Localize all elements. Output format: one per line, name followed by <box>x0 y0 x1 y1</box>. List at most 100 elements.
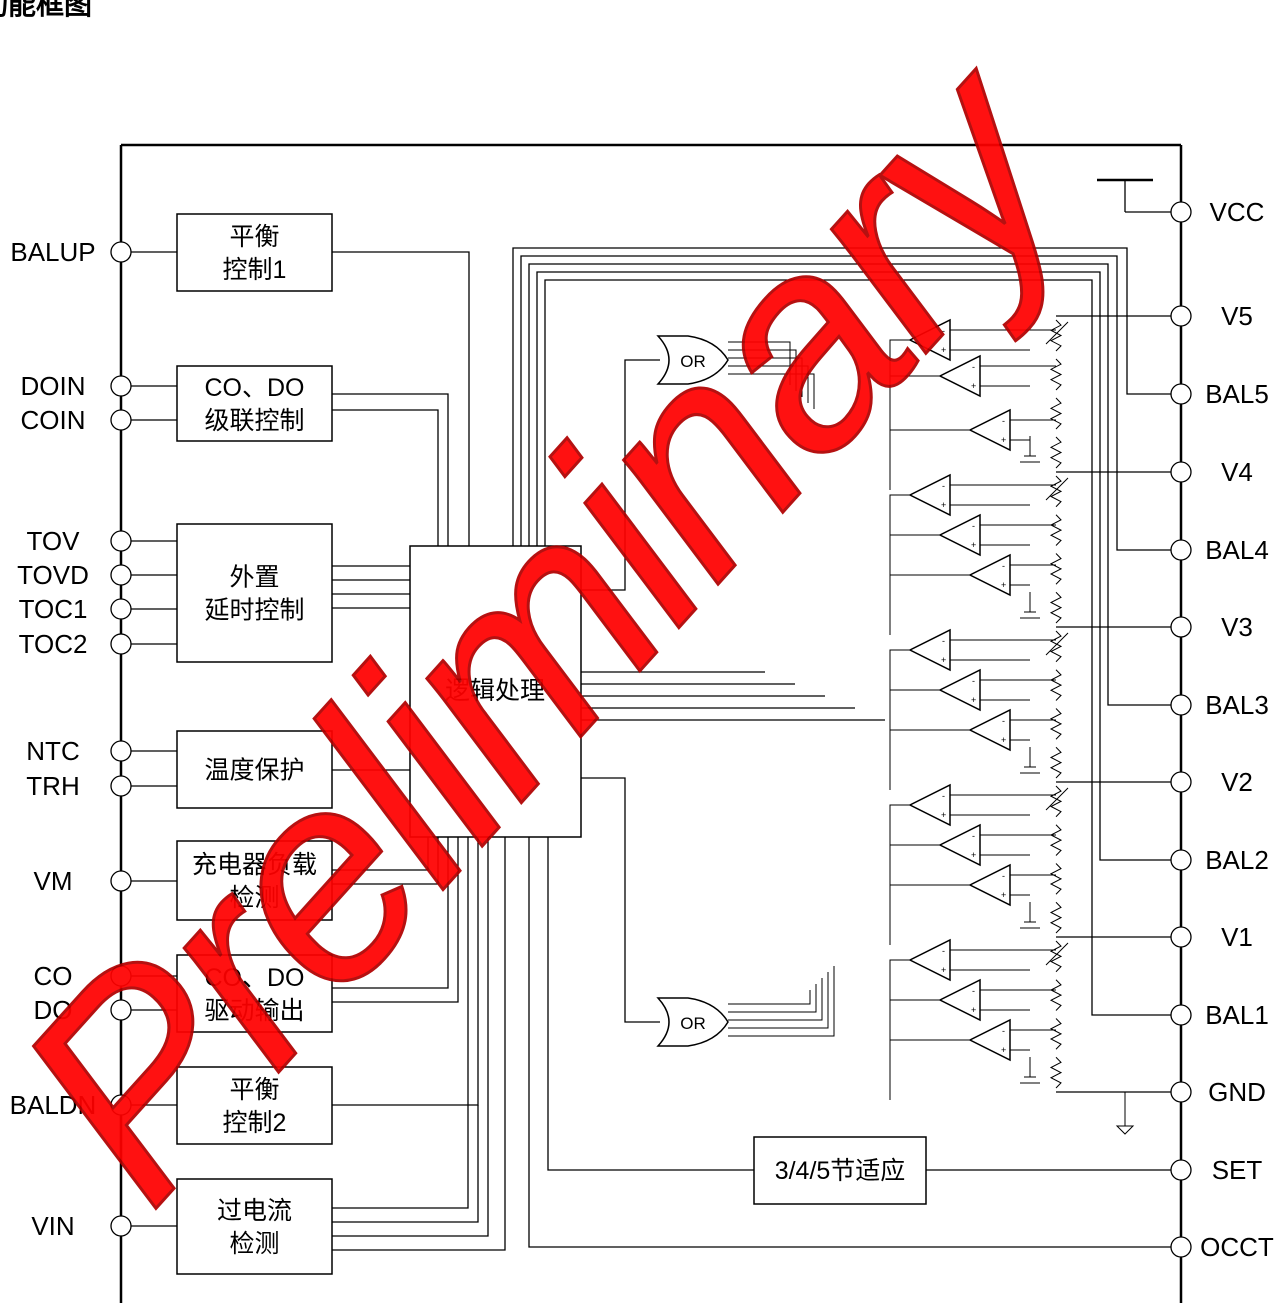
or-gate-top: OR <box>656 335 729 385</box>
wire <box>1049 436 1063 469</box>
comparator-body <box>968 1018 1011 1062</box>
wire <box>332 393 449 546</box>
pin-circle <box>110 775 132 797</box>
wire <box>889 999 940 1060</box>
wire <box>728 349 797 391</box>
pin-circle <box>110 999 132 1021</box>
comparator: -+ <box>968 553 1056 597</box>
block-text: 检测 <box>229 884 279 912</box>
pin-circle <box>110 241 132 263</box>
pin-circle <box>110 564 132 586</box>
wire <box>728 365 809 403</box>
comparator-body <box>938 823 981 867</box>
block-border <box>176 1178 333 1275</box>
comparator-sign: + <box>941 345 946 355</box>
wire <box>1045 321 1069 345</box>
pin-circle <box>1170 616 1192 638</box>
pin-label-bal4: BAL4 <box>1205 535 1269 565</box>
comparator-body <box>968 863 1011 907</box>
wire <box>728 966 835 1037</box>
page-title: 功能框图 <box>0 0 92 20</box>
pin-label-vin: VIN <box>31 1211 74 1241</box>
pin-circle <box>110 409 132 431</box>
comparator-body <box>968 408 1011 452</box>
or-gates: OR OR <box>656 335 835 1047</box>
comparator-sign: - <box>1002 716 1005 726</box>
comparator-sign: + <box>1001 890 1006 900</box>
comparator-sign: - <box>942 326 945 336</box>
comparator: -+ <box>938 668 1056 712</box>
wire <box>536 271 1171 861</box>
wire <box>889 959 910 1020</box>
comparator: -+ <box>938 823 1056 867</box>
block-border <box>176 730 333 809</box>
wire <box>889 844 940 905</box>
wire <box>728 373 815 409</box>
wire <box>728 984 817 1013</box>
pin-label-occt: OCCT <box>1200 1232 1274 1262</box>
block-text: CO、DO <box>204 964 304 992</box>
block-text: 级联控制 <box>204 407 304 435</box>
wire <box>1049 708 1063 740</box>
comparator-sign: - <box>972 831 975 841</box>
comparator-sign: + <box>941 810 946 820</box>
wire <box>889 534 940 595</box>
function-blocks: 平衡控制1CO、DO级联控制外置延时控制温度保护充电器负载检测CO、DO驱动输出… <box>176 213 927 1275</box>
block-text: 外置 <box>229 564 279 592</box>
wire <box>889 429 970 490</box>
wire <box>728 357 803 397</box>
pin-circle <box>110 598 132 620</box>
comparator-sign: + <box>1001 435 1006 445</box>
block-border <box>176 1066 333 1145</box>
pin-circle <box>1170 383 1192 405</box>
comparator-sign: - <box>1002 561 1005 571</box>
wire <box>581 359 660 591</box>
pin-circle <box>1170 461 1192 483</box>
wire <box>1049 863 1063 895</box>
comparator-sign: - <box>972 521 975 531</box>
comparator: -+ <box>968 863 1056 907</box>
pin-label-do: DO <box>34 995 73 1025</box>
pin-circle <box>1170 201 1192 223</box>
or-gate-bottom: OR <box>656 997 729 1047</box>
wire <box>581 777 660 1023</box>
gate-body <box>656 997 729 1047</box>
block-cell-adapt: 3/4/5节适应 <box>753 1136 927 1205</box>
gate-label: OR <box>680 352 706 371</box>
block-logic: 逻辑处理 <box>409 545 582 838</box>
block-text: 检测 <box>229 1230 279 1258</box>
block-temp-protect: 温度保护 <box>176 730 333 809</box>
gate-body <box>656 335 729 385</box>
comparator-sign: + <box>1001 1045 1006 1055</box>
pin-label-vcc: VCC <box>1210 197 1265 227</box>
pin-label-v1: V1 <box>1221 922 1253 952</box>
svg-text:Preliminary: Preliminary <box>0 0 1141 1259</box>
wire <box>889 804 910 865</box>
wire <box>332 409 439 546</box>
wire <box>1049 553 1063 585</box>
ground-icon <box>1115 1125 1135 1135</box>
wire <box>332 837 459 1003</box>
wire <box>1049 630 1063 663</box>
pin-label-vm: VM <box>34 866 73 896</box>
pin-label-bal5: BAL5 <box>1205 379 1269 409</box>
block-text: 延时控制 <box>204 597 304 625</box>
comparator-body <box>908 473 951 517</box>
comparator-sign: + <box>941 500 946 510</box>
comparator-sign: + <box>1001 735 1006 745</box>
wire <box>728 341 791 385</box>
wire <box>332 837 429 871</box>
comparator-sign: - <box>942 636 945 646</box>
left-pin-group: BALUPDOINCOINTOVTOVDTOC1TOC2NTCTRHVMCODO… <box>10 237 132 1241</box>
block-border <box>753 1136 927 1205</box>
wire <box>1049 785 1063 818</box>
comparator-body <box>938 354 981 398</box>
wire <box>889 689 940 750</box>
wire <box>1045 632 1069 656</box>
wire <box>332 837 469 1209</box>
pin-circle <box>1170 305 1192 327</box>
wire <box>889 1039 970 1100</box>
